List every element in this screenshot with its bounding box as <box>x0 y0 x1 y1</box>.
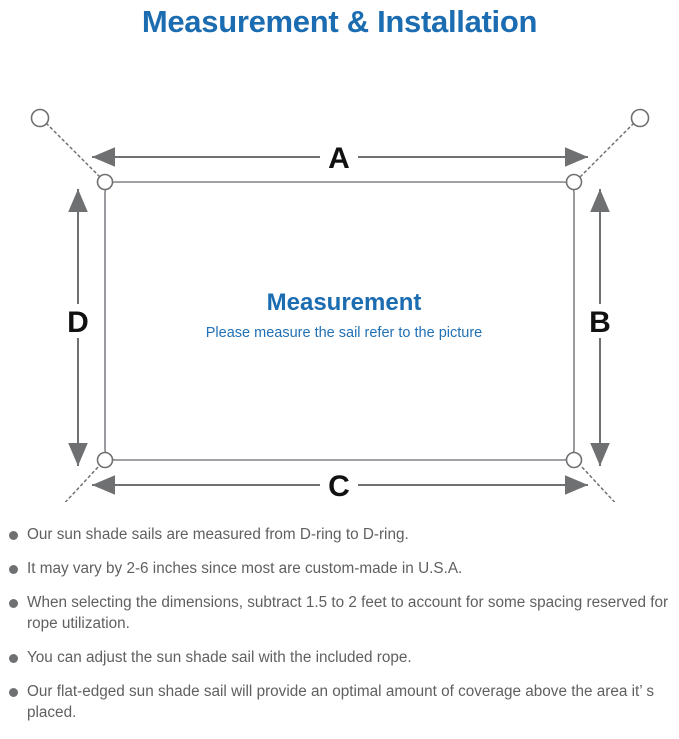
dimension-label-b: B <box>589 306 611 339</box>
diagram-center-subtitle: Please measure the sail refer to the pic… <box>206 325 482 341</box>
rope-top-left <box>45 122 101 178</box>
bullet-dot-icon <box>9 654 18 663</box>
bullet-dot-icon <box>9 688 18 697</box>
sail-body <box>104 181 575 461</box>
dimension-label-c: C <box>328 470 350 502</box>
list-item-text: When selecting the dimensions, subtract … <box>27 594 669 632</box>
list-item: It may vary by 2-6 inches since most are… <box>0 558 679 579</box>
rope-top-right <box>579 122 635 178</box>
page-title: Measurement & Installation <box>141 4 538 39</box>
list-item: Our sun shade sails are measured from D-… <box>0 524 679 545</box>
list-item: Our flat-edged sun shade sail will provi… <box>0 681 679 723</box>
anchor-point-top-right <box>630 108 650 128</box>
bullet-dot-icon <box>9 599 18 608</box>
anchor-point-top-left <box>30 108 50 128</box>
list-item-text: Our sun shade sails are measured from D-… <box>27 526 409 543</box>
rope-bottom-right <box>579 464 616 502</box>
d-ring-bottom-right <box>565 451 583 469</box>
sail-measurement-diagram: A C D B Measurement Please measure the s… <box>0 42 679 502</box>
diagram-svg: A C D B Measurement Please measure the s… <box>30 108 650 502</box>
dimension-label-d: D <box>67 306 89 339</box>
bullet-dot-icon <box>9 531 18 540</box>
d-ring-top-left <box>96 173 114 191</box>
list-item-text: You can adjust the sun shade sail with t… <box>27 649 412 666</box>
list-item: When selecting the dimensions, subtract … <box>0 592 679 634</box>
notes-list: Our sun shade sails are measured from D-… <box>0 524 679 736</box>
diagram-center-title: Measurement <box>267 289 422 316</box>
list-item-text: It may vary by 2-6 inches since most are… <box>27 560 463 577</box>
bullet-dot-icon <box>9 565 18 574</box>
d-ring-bottom-left <box>96 451 114 469</box>
rope-bottom-left <box>64 464 101 502</box>
d-ring-top-right <box>565 173 583 191</box>
dimension-label-a: A <box>328 142 350 175</box>
list-item: You can adjust the sun shade sail with t… <box>0 647 679 668</box>
list-item-text: Our flat-edged sun shade sail will provi… <box>27 683 654 721</box>
